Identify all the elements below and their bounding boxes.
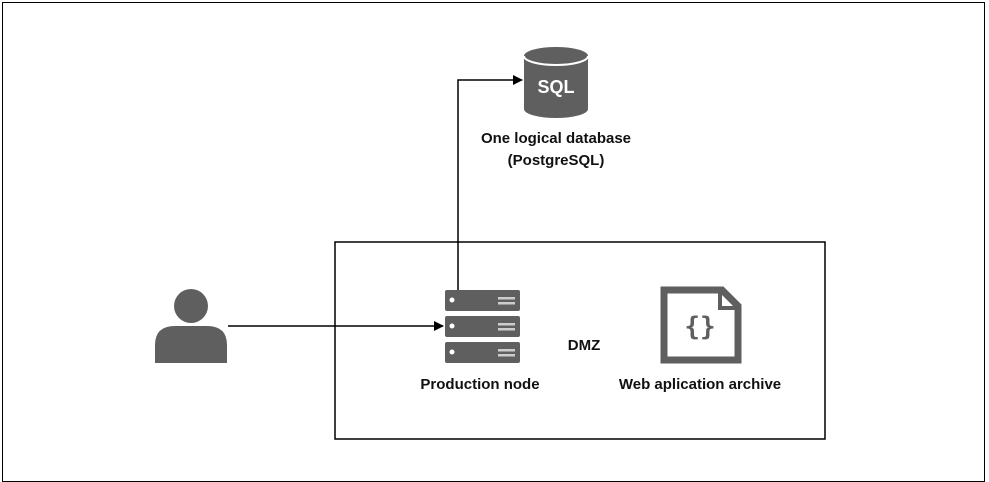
diagram-canvas: SQL {} xyxy=(155,47,826,440)
server-icon xyxy=(445,290,520,363)
file-code-icon: {} xyxy=(660,286,742,364)
production-node-label: Production node xyxy=(420,376,540,393)
database-label-line2: (PostgreSQL) xyxy=(507,152,605,169)
user-icon xyxy=(155,289,227,363)
database-label-line1: One logical database xyxy=(480,130,632,147)
web-archive-label: Web aplication archive xyxy=(618,376,782,393)
node-to-db-arrow xyxy=(457,75,523,293)
dmz-label: DMZ xyxy=(567,337,601,354)
file-code-icon-text: {} xyxy=(684,312,715,342)
database-icon: SQL xyxy=(523,47,589,118)
database-label: One logical database (PostgreSQL) xyxy=(456,128,656,172)
dmz-boundary xyxy=(334,241,826,440)
database-icon-text: SQL xyxy=(537,77,574,97)
